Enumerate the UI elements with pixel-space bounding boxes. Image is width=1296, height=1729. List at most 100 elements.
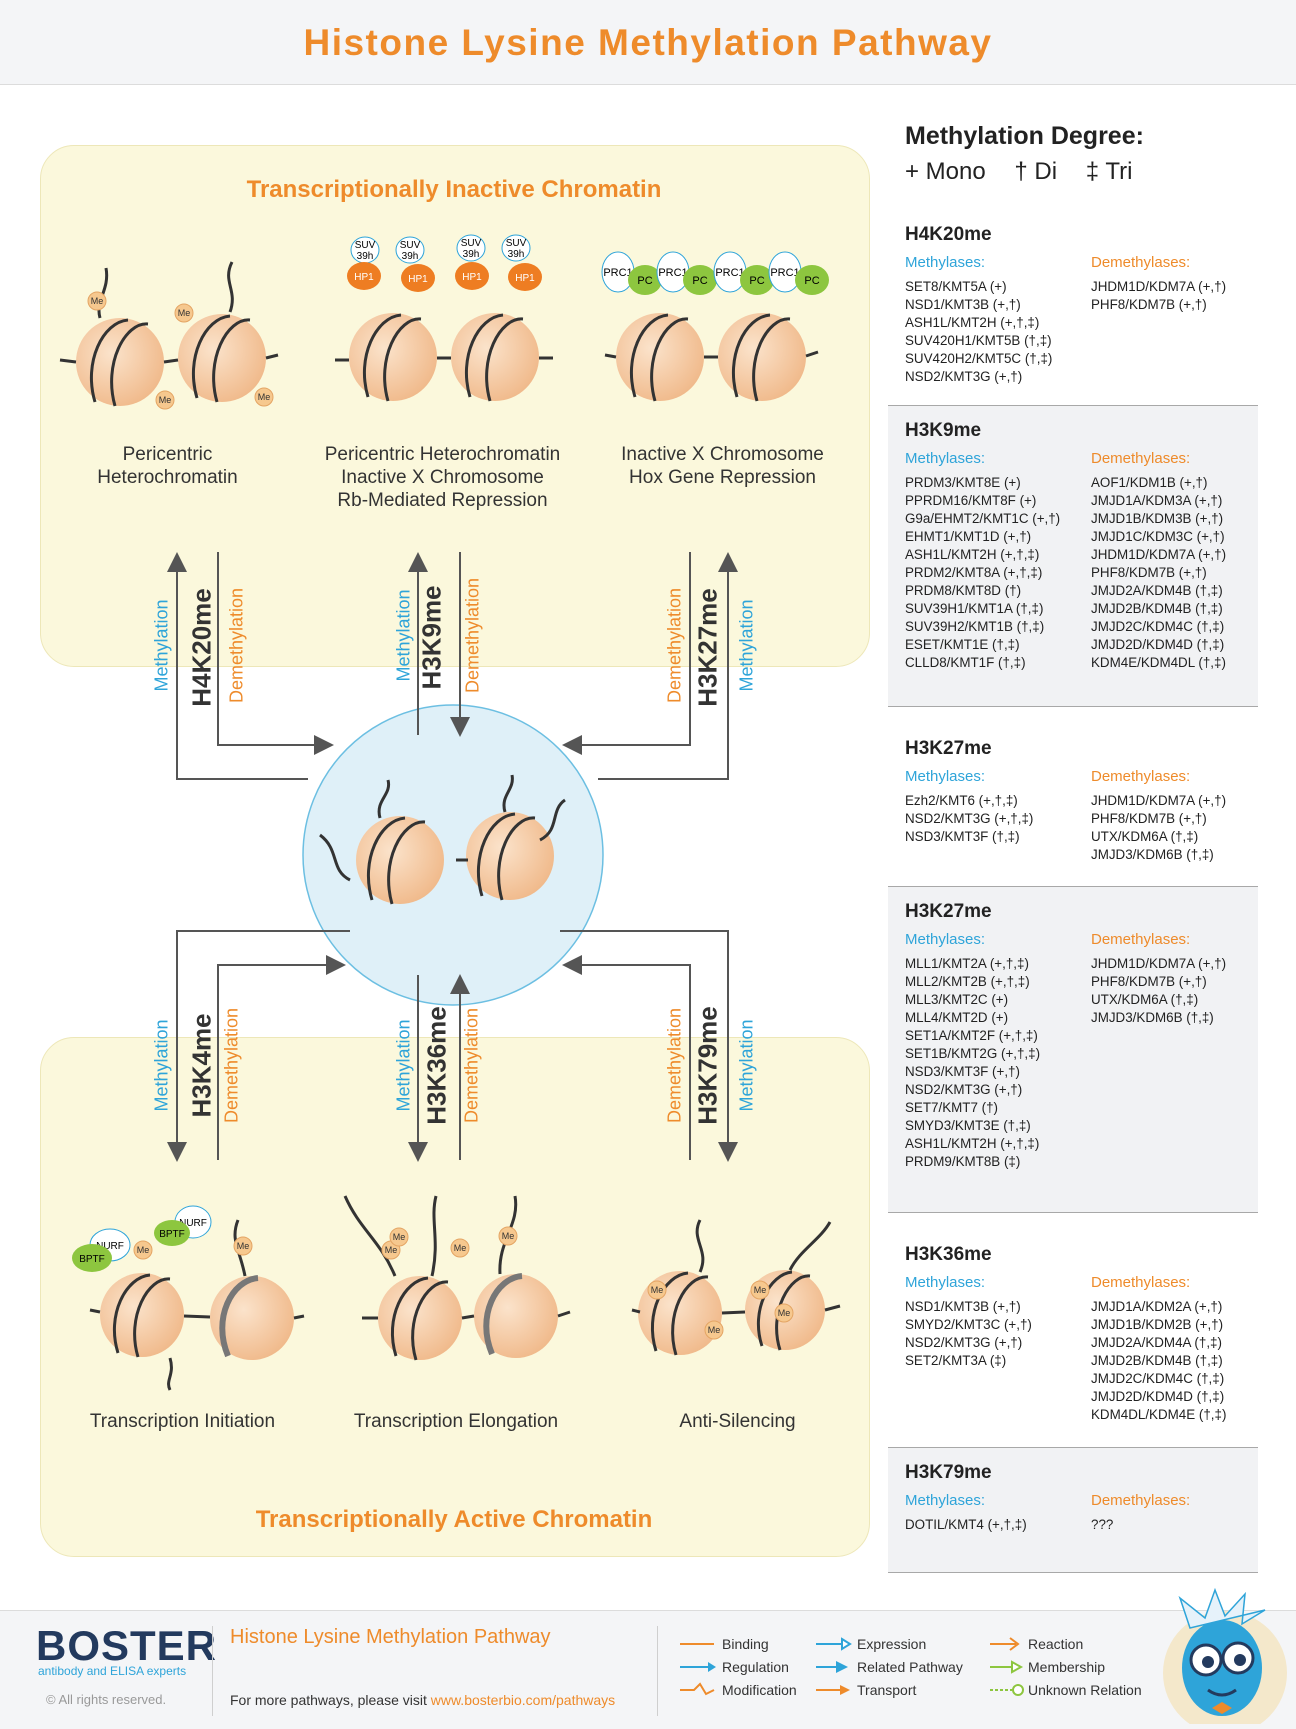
enzyme-item: NSD2/KMT3G (+,†)	[905, 1335, 1023, 1350]
mark-h3k4me: H3K4me	[186, 1013, 217, 1118]
pathway-diagram: Me Me Me Me Me Me Me Me Me Me Me Me Me M…	[59, 234, 841, 1391]
me-label: Me	[237, 1241, 250, 1251]
enzyme-item: JMJD2D/KDM4D (†,‡)	[1091, 1389, 1225, 1404]
svg-text:BPTF: BPTF	[159, 1229, 185, 1240]
central-nucleosome-circle	[302, 704, 604, 1006]
footer-divider	[212, 1626, 213, 1716]
mascot-icon	[1163, 1588, 1287, 1724]
section-title: H3K79me	[905, 1462, 992, 1483]
methylases-heading: Methylases:	[905, 450, 986, 467]
demethylases-list: ???	[1091, 1516, 1113, 1534]
relation-legend-icons	[680, 1637, 852, 1696]
enzyme-item: PHF8/KDM7B (+,†)	[1091, 565, 1207, 580]
demethylases-heading: Demethylases:	[1091, 1274, 1191, 1291]
legend-reaction: Reaction	[1028, 1636, 1084, 1652]
pathways-link[interactable]: www.bosterbio.com/pathways	[430, 1692, 616, 1708]
enzyme-item: ASH1L/KMT2H (+,†,‡)	[905, 315, 1040, 330]
methylases-list: NSD1/KMT3B (+,†)SMYD2/KMT3C (+,†)NSD2/KM…	[905, 1298, 1032, 1370]
caption-pericentric-heterochromatin: Pericentric Heterochromatin	[97, 444, 238, 488]
me-label: Me	[91, 296, 104, 306]
section-title: H3K9me	[905, 420, 982, 441]
enzyme-item: SET7/KMT7 (†)	[905, 1100, 999, 1115]
enzyme-item: JMJD3/KDM6B (†,‡)	[1091, 847, 1214, 862]
methylation-label: Methylation	[393, 589, 414, 682]
footer-more: For more pathways, please visit www.bost…	[230, 1692, 615, 1708]
methylation-label: Methylation	[393, 1019, 414, 1112]
section-h3k27me: H3K27me Methylases: Demethylases: Ezh2/K…	[888, 724, 1258, 884]
svg-text:SUV: SUV	[506, 238, 527, 249]
footer-divider	[657, 1626, 658, 1716]
demethylation-label: Demethylation	[226, 587, 247, 704]
footer	[0, 1610, 1296, 1729]
legend-unknown-relation: Unknown Relation	[1028, 1682, 1142, 1698]
enzyme-item: MLL1/KMT2A (+,†,‡)	[905, 956, 1029, 971]
caption-hp1-repression: Pericentric Heterochromatin Inactive X C…	[324, 444, 561, 511]
enzyme-item: G9a/EHMT2/KMT1C (+,†)	[905, 511, 1061, 526]
demethylation-label: Demethylation	[664, 1007, 685, 1124]
modification-icon	[680, 1682, 715, 1696]
enzyme-item: JHDM1D/KDM7A (+,†)	[1091, 793, 1227, 808]
degree-mono: + Mono	[905, 158, 986, 185]
me-label: Me	[708, 1325, 721, 1335]
degree-di: † Di	[1014, 158, 1058, 185]
methylases-heading: Methylases:	[905, 768, 986, 785]
enzyme-item: NSD1/KMT3B (+,†)	[905, 1299, 1021, 1314]
nucleosome-center-left	[319, 779, 444, 905]
me-label: Me	[178, 308, 191, 318]
demethylation-label: Demethylation	[664, 587, 685, 704]
footer-title: Histone Lysine Methylation Pathway	[230, 1626, 551, 1648]
demethylases-heading: Demethylases:	[1091, 450, 1191, 467]
enzyme-item: PRDM8/KMT8D (†)	[905, 583, 1022, 598]
demethylation-label: Demethylation	[461, 1007, 482, 1124]
demethylases-list: JHDM1D/KDM7A (+,†)PHF8/KDM7B (+,†)	[1091, 278, 1226, 314]
me-label: Me	[393, 1232, 406, 1242]
enzyme-item: ASH1L/KMT2H (+,†,‡)	[905, 1136, 1040, 1151]
caption-anti-silencing: Anti-Silencing	[679, 1411, 796, 1432]
mark-h3k36me: H3K36me	[421, 1006, 452, 1125]
svg-text:NURF: NURF	[179, 1218, 207, 1229]
enzyme-item: SET1A/KMT2F (+,†,‡)	[905, 1028, 1038, 1043]
enzyme-item: PHF8/KDM7B (+,†)	[1091, 297, 1207, 312]
svg-text:PC: PC	[692, 275, 707, 287]
enzyme-item: NSD2/KMT3G (+,†)	[905, 1082, 1023, 1097]
enzyme-item: JMJD2A/KDM4B (†,‡)	[1091, 583, 1223, 598]
demethylases-heading: Demethylases:	[1091, 768, 1191, 785]
enzyme-item: SET2/KMT3A (‡)	[905, 1353, 1007, 1368]
enzyme-item: ESET/KMT1E (†,‡)	[905, 637, 1020, 652]
legend-binding: Binding	[722, 1636, 769, 1652]
me-label: Me	[778, 1308, 791, 1318]
caption-transcription-elongation: Transcription Elongation	[353, 1411, 559, 1432]
svg-text:HP1: HP1	[462, 272, 482, 283]
demethylation-label: Demethylation	[462, 577, 483, 694]
legend-related-pathway: Related Pathway	[857, 1659, 963, 1675]
demethylases-list: AOF1/KDM1B (+,†)JMJD1A/KDM3A (+,†)JMJD1B…	[1091, 474, 1226, 672]
enzyme-item: UTX/KDM6A (†,‡)	[1091, 829, 1199, 844]
enzyme-item: SUV420H2/KMT5C (†,‡)	[905, 351, 1053, 366]
enzyme-item: JMJD1C/KDM3C (+,†)	[1091, 529, 1225, 544]
copyright: © All rights reserved.	[46, 1692, 167, 1707]
brand-tagline: antibody and ELISA experts	[38, 1664, 187, 1678]
enzyme-item: UTX/KDM6A (†,‡)	[1091, 992, 1199, 1007]
mark-h3k79me: H3K79me	[692, 1006, 723, 1125]
section-h3k79me: H3K79me Methylases: Demethylases: DOTIL/…	[888, 1447, 1258, 1573]
me-label: Me	[454, 1243, 467, 1253]
methylases-list: SET8/KMT5A (+)NSD1/KMT3B (+,†)ASH1L/KMT2…	[905, 278, 1052, 386]
me-label: Me	[502, 1231, 515, 1241]
enzyme-item: SMYD3/KMT3E (†,‡)	[905, 1118, 1031, 1133]
methylases-list: MLL1/KMT2A (+,†,‡)MLL2/KMT2B (+,†,‡)MLL3…	[905, 955, 1040, 1171]
methylation-label: Methylation	[151, 599, 172, 692]
relation-legend-icons-2	[990, 1637, 1024, 1696]
methylation-degree-title: Methylation Degree:	[905, 122, 1144, 150]
svg-text:PC: PC	[749, 275, 764, 287]
demethylation-label: Demethylation	[221, 1007, 242, 1124]
enzyme-item: JMJD1B/KDM2B (+,†)	[1091, 1317, 1224, 1332]
enzyme-item: MLL2/KMT2B (+,†,‡)	[905, 974, 1030, 989]
section-h3k36me: H3K36me Methylases: Demethylases: NSD1/K…	[888, 1230, 1258, 1440]
legend-expression: Expression	[857, 1636, 927, 1652]
enzyme-item: ASH1L/KMT2H (+,†,‡)	[905, 547, 1040, 562]
enzyme-item: NSD2/KMT3G (+,†)	[905, 369, 1023, 384]
demethylases-heading: Demethylases:	[1091, 931, 1191, 948]
methylation-degree-legend: + Mono † Di ‡ Tri	[905, 158, 1154, 186]
enzyme-item: NSD1/KMT3B (+,†)	[905, 297, 1021, 312]
enzyme-item: JMJD1A/KDM2A (+,†)	[1091, 1299, 1223, 1314]
